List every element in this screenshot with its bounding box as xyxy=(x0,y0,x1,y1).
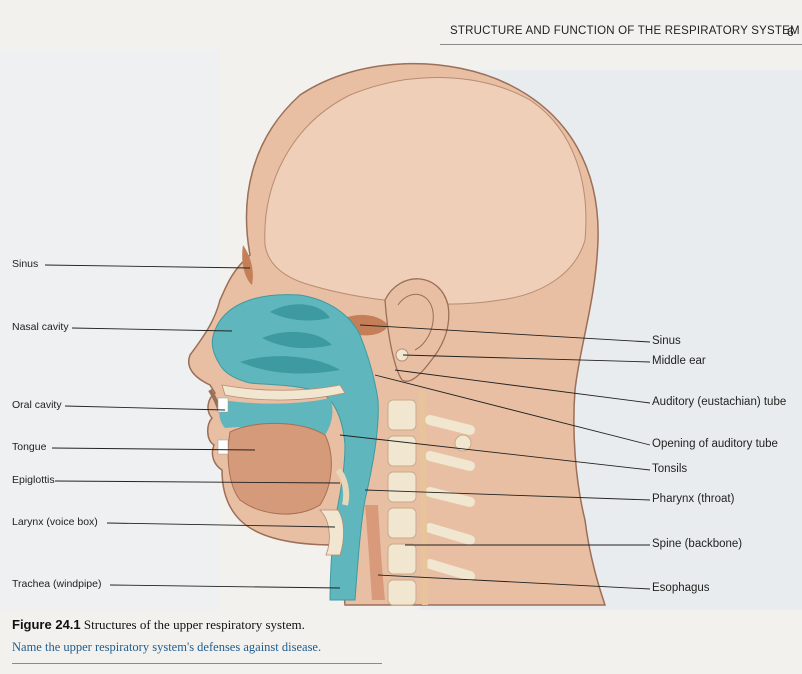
label-middle-ear: Middle ear xyxy=(652,355,706,367)
label-sinus-left: Sinus xyxy=(12,258,38,270)
vertebra-6 xyxy=(388,580,416,605)
leader-line-left-1 xyxy=(45,265,250,268)
label-sinus-right: Sinus xyxy=(652,335,681,347)
vertebra-4 xyxy=(388,508,416,538)
teeth-lower xyxy=(218,440,228,454)
figure-number: Figure 24.1 xyxy=(12,617,81,632)
caption-rule xyxy=(12,663,382,664)
label-tonsils: Tonsils xyxy=(652,463,687,475)
vertebra-5 xyxy=(388,544,416,574)
figure-caption: Figure 24.1 Structures of the upper resp… xyxy=(12,617,305,633)
tongue xyxy=(228,423,331,514)
vertebra-3 xyxy=(388,472,416,502)
label-esophagus: Esophagus xyxy=(652,582,710,594)
vertebra-1 xyxy=(388,400,416,430)
figure-question: Name the upper respiratory system's defe… xyxy=(12,640,321,655)
label-opening-auditory-tube: Opening of auditory tube xyxy=(652,438,778,450)
leader-line-left-3 xyxy=(65,406,225,410)
label-auditory-tube: Auditory (eustachian) tube xyxy=(652,396,786,408)
label-oral-cavity: Oral cavity xyxy=(12,399,62,411)
label-nasal-cavity: Nasal cavity xyxy=(12,321,69,333)
leader-line-left-7 xyxy=(110,585,340,588)
spinal-cord xyxy=(422,390,425,605)
figure-caption-text: Structures of the upper respiratory syst… xyxy=(84,617,305,632)
label-trachea: Trachea (windpipe) xyxy=(12,578,102,590)
label-tongue: Tongue xyxy=(12,441,46,453)
label-epiglottis: Epiglottis xyxy=(12,474,55,486)
label-pharynx: Pharynx (throat) xyxy=(652,493,734,505)
label-spine: Spine (backbone) xyxy=(652,538,742,550)
label-larynx: Larynx (voice box) xyxy=(12,516,98,528)
